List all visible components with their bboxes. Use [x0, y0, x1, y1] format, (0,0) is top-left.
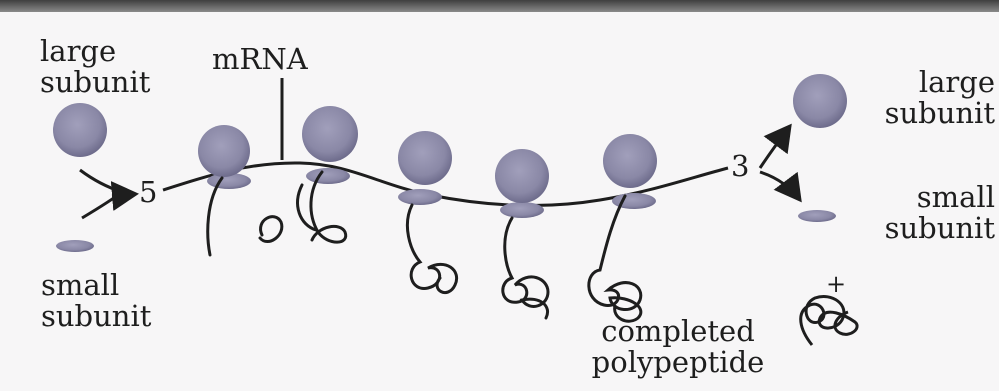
- label-small-subunit-right: small subunit: [871, 182, 995, 244]
- polypeptide-chain-1: [208, 178, 222, 255]
- assembly-arrow: [80, 170, 122, 218]
- polypeptide-chain-4: [407, 205, 456, 293]
- label-mrna: mRNA: [212, 44, 308, 75]
- label-plus: +: [826, 269, 846, 300]
- label-small-subunit-left: small subunit: [41, 270, 151, 332]
- label-five-prime: 5: [139, 177, 157, 208]
- label-large-subunit-right: large subunit: [871, 67, 995, 129]
- ribosome-3: [398, 131, 452, 205]
- label-three-prime: 3: [731, 151, 749, 182]
- free-small-subunit-right: [798, 210, 836, 222]
- label-completed-polypeptide: completed polypeptide: [578, 316, 778, 378]
- polypeptide-chain-5: [503, 218, 548, 318]
- free-large-subunit-right: [793, 74, 847, 128]
- release-arrow-large: [760, 126, 790, 168]
- polypeptide-chain-2: [260, 185, 316, 242]
- polypeptide-chain-6: [589, 196, 641, 321]
- label-large-subunit-left: large subunit: [40, 36, 150, 98]
- release-arrow-small: [760, 172, 800, 200]
- completed-polypeptide-icon: [801, 297, 857, 345]
- ribosome-4: [495, 149, 549, 218]
- free-small-subunit-left: [56, 240, 94, 252]
- free-large-subunit-left: [53, 103, 107, 157]
- ribosome-1: [198, 125, 251, 189]
